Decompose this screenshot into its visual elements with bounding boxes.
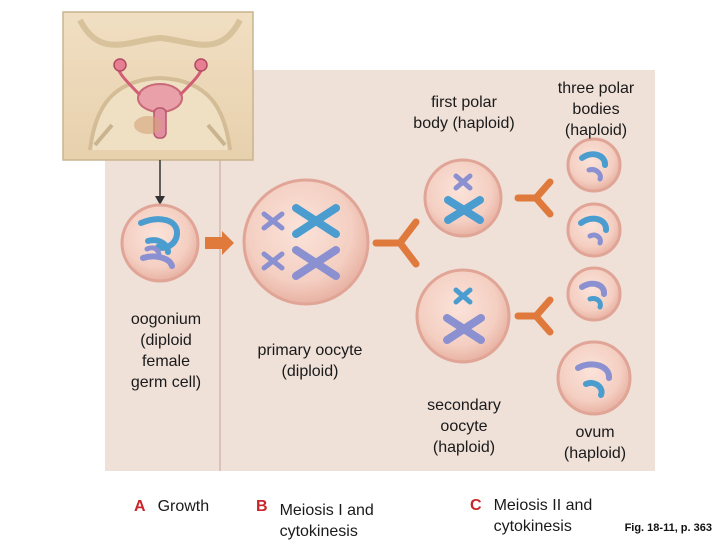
three-polar-bodies-label: three polar bodies (haploid) xyxy=(557,80,635,139)
anatomy-inset xyxy=(62,11,254,161)
oogonium-cell xyxy=(120,203,200,283)
ovum-label: ovum (haploid) xyxy=(563,424,627,462)
fork-arrow-meiosis-2-top xyxy=(514,178,554,218)
panel-b-text: Meiosis I and cytokinesis xyxy=(279,502,374,540)
polar-body-cell-3 xyxy=(566,266,622,322)
panel-a-text: Growth xyxy=(157,498,210,515)
panel-c-caption: C Meiosis II and cytokinesis xyxy=(470,474,592,537)
secondary-oocyte-cell xyxy=(415,268,511,364)
fork-arrow-meiosis-1 xyxy=(372,218,420,268)
primary-oocyte-label: primary oocyte (diploid) xyxy=(257,342,363,380)
figure-credit: Fig. 18-11, p. 363 xyxy=(624,522,712,534)
panel-b-caption: B Meiosis I and cytokinesis xyxy=(256,475,374,542)
panel-a-caption: A Growth xyxy=(134,475,209,517)
oogonium-label: oogonium (diploid female germ cell) xyxy=(130,311,202,391)
arrow-growth xyxy=(205,231,234,255)
ovum-cell xyxy=(556,340,632,416)
inset-arrow-head xyxy=(155,196,165,205)
first-polar-body-label: first polar body (haploid) xyxy=(413,94,515,132)
fork-arrow-meiosis-2-bottom xyxy=(514,296,554,336)
panel-b-letter: B xyxy=(256,498,268,515)
first-polar-body-cell xyxy=(423,158,503,238)
panel-c-letter: C xyxy=(470,497,482,514)
polar-body-cell-2 xyxy=(566,202,622,258)
panel-c-text: Meiosis II and cytokinesis xyxy=(493,497,593,535)
primary-oocyte-cell xyxy=(242,178,370,306)
polar-body-cell-1 xyxy=(566,137,622,193)
panel-a-letter: A xyxy=(134,498,146,515)
secondary-oocyte-label: secondary oocyte (haploid) xyxy=(427,397,501,456)
